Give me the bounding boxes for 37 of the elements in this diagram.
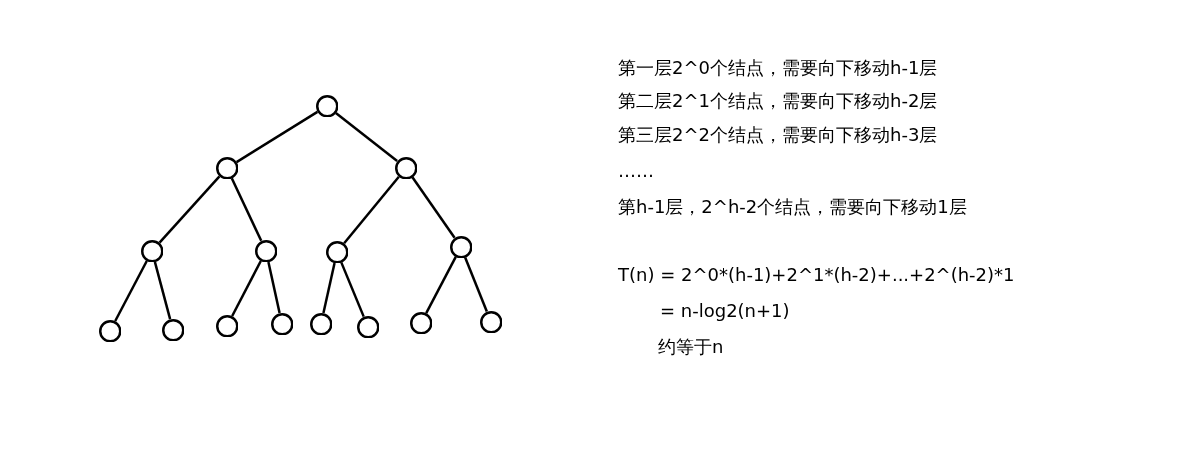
circle-node: [215, 314, 239, 338]
formula-text: = n-log2(n+1): [660, 300, 790, 322]
circle-node: [254, 239, 278, 263]
circle-node: [479, 310, 503, 334]
formula-text: T(n) = 2^0*(h-1)+2^1*(h-2)+...+2^(h-2)*1: [618, 264, 1015, 286]
formula-text: 第一层2^0个结点，需要向下移动h-1层: [618, 57, 938, 79]
formula-text: 约等于n: [658, 336, 724, 358]
tree-edge: [343, 175, 400, 245]
tree-edge: [230, 177, 263, 242]
tree-edge: [153, 261, 172, 320]
circle-node: [394, 156, 418, 180]
tree-edge: [158, 175, 221, 244]
tree-edge: [425, 256, 457, 314]
circle-node: [98, 319, 122, 343]
circle-node: [315, 94, 339, 118]
circle-node: [140, 239, 164, 263]
tree-edge: [322, 262, 336, 314]
formula-text: 第三层2^2个结点，需要向下移动h-3层: [618, 124, 938, 146]
tree-edge: [231, 260, 262, 317]
circle-node: [356, 315, 380, 339]
tree-edge: [235, 110, 319, 164]
tree-edge: [340, 261, 365, 318]
circle-node: [449, 235, 473, 259]
tree-edge: [267, 261, 281, 314]
circle-node: [409, 311, 433, 335]
tree-edge: [411, 176, 456, 239]
circle-node: [325, 240, 349, 264]
tree-edge: [114, 260, 148, 322]
formula-text: 第h-1层，2^h-2个结点，需要向下移动1层: [618, 196, 967, 218]
circle-node: [215, 156, 239, 180]
tree-edge: [464, 257, 488, 313]
tree-edge: [335, 111, 398, 163]
circle-node: [309, 312, 333, 336]
circle-node: [161, 318, 185, 342]
circle-node: [270, 312, 294, 336]
formula-text: 第二层2^1个结点，需要向下移动h-2层: [618, 90, 938, 112]
formula-text: ……: [618, 160, 654, 182]
